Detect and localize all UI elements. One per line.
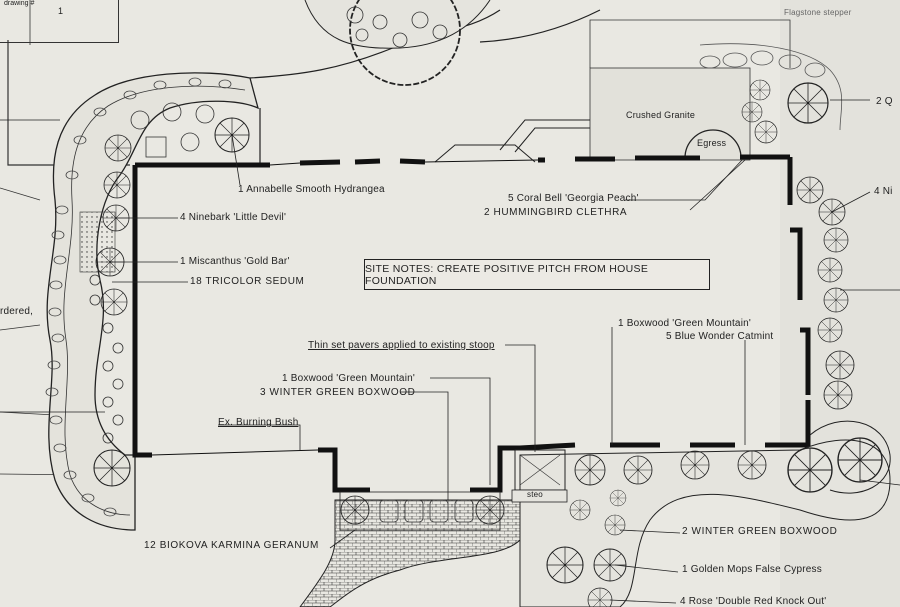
label-steo: steo [527,490,543,499]
label-wintergreen-3: 3 WINTER GREEN BOXWOOD [260,387,416,398]
left-planting-bed [45,72,259,531]
label-annabelle: 1 Annabelle Smooth Hydrangea [238,184,385,195]
flagstone-path [699,43,843,131]
title-block: drawing # 1 [0,0,119,43]
crushed-granite-area [589,19,791,161]
top-tree-bed [304,0,491,86]
label-sedum: 18 TRICOLOR SEDUM [190,276,305,287]
label-right-q: 2 Q [876,96,893,107]
label-left-ordered: rdered, [0,306,34,317]
right-plantings [741,79,891,494]
label-boxwood-left: 1 Boxwood 'Green Mountain' [282,373,415,384]
label-right-ni: 4 Ni [874,186,893,197]
label-burning-bush: Ex. Burning Bush [218,417,299,428]
label-boxwood-right: 1 Boxwood 'Green Mountain' [618,318,751,329]
title-block-label: drawing # [4,0,35,7]
leader-lines [0,99,900,604]
label-flagstone: Flagstone stepper [784,8,852,17]
label-golden-mops: 1 Golden Mops False Cypress [682,564,822,575]
label-ninebark: 4 Ninebark 'Little Devil' [180,212,287,223]
label-coral-bell: 5 Coral Bell 'Georgia Peach' [508,193,639,204]
label-wintergreen-2: 2 WINTER GREEN BOXWOOD [682,526,838,537]
label-clethra: 2 HUMMINGBIRD CLETHRA [484,207,628,218]
label-crushed-granite: Crushed Granite [626,110,696,120]
bed-plants [89,102,250,487]
label-miscanthus: 1 Miscanthus 'Gold Bar' [180,256,290,267]
front-right-bed [519,437,891,607]
label-geranium: 12 BIOKOVA KARMINA GERANUM [144,540,319,551]
label-catmint: 5 Blue Wonder Catmint [666,331,774,342]
label-egress: Egress [697,138,727,148]
front-walkway [299,449,568,607]
site-note: SITE NOTES: CREATE POSITIVE PITCH FROM H… [364,259,710,290]
stoop-top [434,119,590,163]
title-block-number: 1 [58,6,64,16]
label-rose: 4 Rose 'Double Red Knock Out' [680,596,827,607]
label-pavers: Thin set pavers applied to existing stoo… [308,340,495,351]
